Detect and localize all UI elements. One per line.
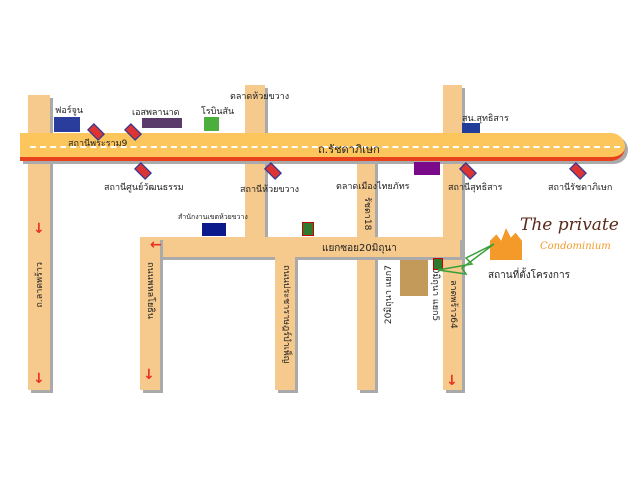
arrow-down-icon: ↓ bbox=[33, 221, 45, 237]
label-soi5: 20มิถุนา แยก5 bbox=[430, 262, 440, 322]
label-soi20: แยกซอย20มิถุนา bbox=[322, 243, 397, 254]
mrt-station-icon bbox=[569, 162, 587, 180]
seven-eleven-icon bbox=[302, 222, 314, 236]
robinson-logo bbox=[204, 117, 219, 131]
district-office-marker bbox=[202, 223, 226, 236]
road-west-soi bbox=[140, 237, 160, 390]
mrt-station-icon bbox=[134, 162, 152, 180]
label-esplanade: เอสพลานาด bbox=[132, 108, 180, 118]
label-ratchada18: รัชดา18 bbox=[362, 197, 372, 231]
arrow-down-icon: ↓ bbox=[143, 367, 155, 383]
label-project-site: สถานที่ตั้งโครงการ bbox=[488, 270, 570, 281]
road-centerline bbox=[30, 146, 620, 148]
station-rama9: สถานีพระราม9 bbox=[68, 139, 128, 149]
label-muangthai-market: ตลาดเมืองไทยภัทร bbox=[336, 182, 410, 192]
mrt-station-icon bbox=[264, 162, 282, 180]
arrow-left-icon: ← bbox=[150, 237, 162, 253]
label-pracharat: ถนนประชาราษฎร์บำเพ็ญ bbox=[281, 265, 291, 364]
station-huaikhwang: สถานีห้วยขวาง bbox=[240, 185, 300, 195]
arrow-down-icon: ↓ bbox=[33, 371, 45, 387]
label-ladprao64: ลาดพร้าว64 bbox=[448, 280, 458, 329]
label-sutthisan-police: สน.สุทธิสาร bbox=[462, 114, 509, 124]
police-marker bbox=[462, 123, 480, 133]
label-robinson: โรบินสัน bbox=[201, 107, 235, 117]
arrow-down-icon: ↓ bbox=[446, 373, 458, 389]
label-soi7: 20มิถุนา แยก7 bbox=[384, 265, 394, 325]
logo-name: The private bbox=[520, 215, 619, 235]
station-sutthisan: สถานีสุทธิสาร bbox=[448, 183, 503, 193]
project-building bbox=[400, 260, 428, 296]
label-main-road: ถ.รัชดาภิเษก bbox=[318, 143, 380, 156]
station-cultural: สถานีศูนย์วัฒนธรรม bbox=[104, 183, 184, 193]
market-marker bbox=[414, 162, 440, 175]
label-huaikhwang-market: ตลาดห้วยขวาง bbox=[230, 92, 290, 102]
label-fortune: ฟอร์จูน bbox=[55, 106, 84, 116]
station-ratchadaphisek: สถานีรัชดาภิเษก bbox=[548, 183, 613, 193]
logo-sub: Condominium bbox=[540, 241, 611, 252]
label-left-road: ถ.ลาดพร้าว bbox=[35, 262, 45, 308]
road-huaikhwang bbox=[245, 85, 265, 245]
esplanade-logo bbox=[142, 118, 182, 128]
fortune-logo bbox=[54, 117, 80, 132]
label-district-office: สำนักงานเขตห้วยขวาง bbox=[178, 213, 248, 221]
road-soi20 bbox=[140, 237, 460, 257]
label-local: ถนนพหลโยธิน bbox=[145, 262, 155, 319]
road-left bbox=[28, 95, 50, 390]
road-pracharat bbox=[275, 257, 295, 390]
pointer-arrow-icon bbox=[437, 243, 495, 275]
road-ratchada18 bbox=[357, 160, 375, 390]
